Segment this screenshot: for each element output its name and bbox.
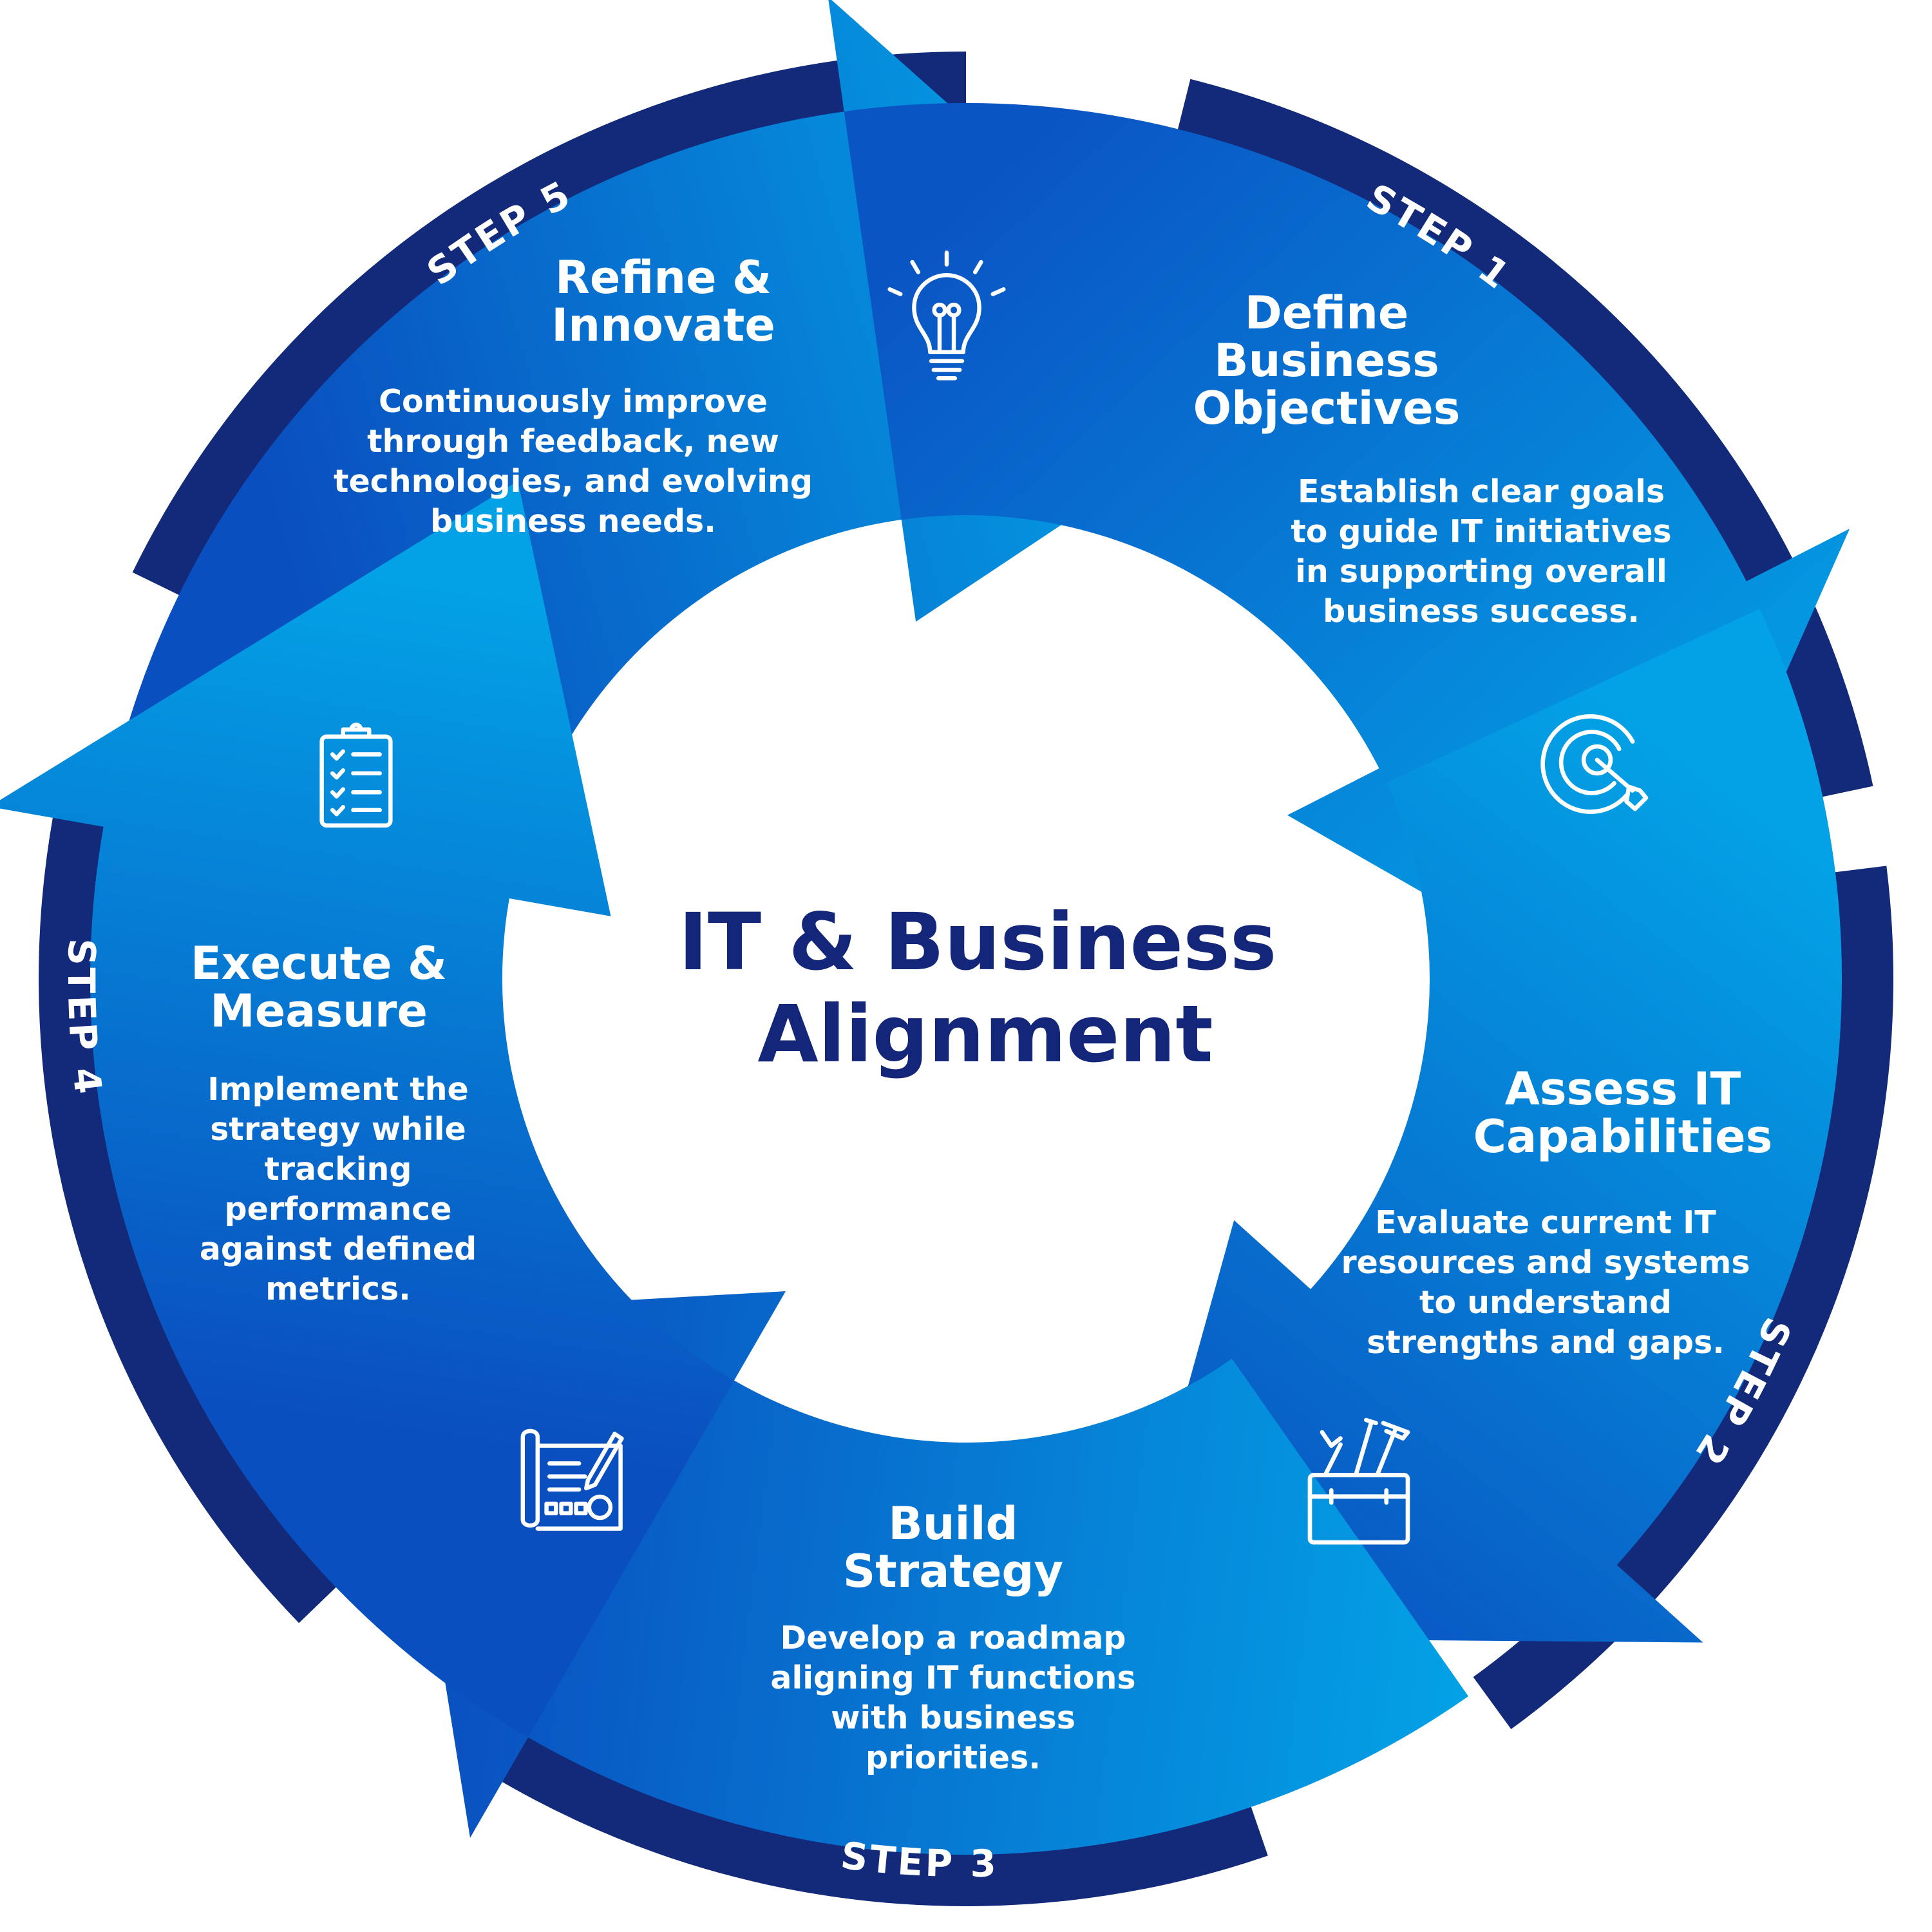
arrow-step-2 bbox=[1118, 609, 1842, 1643]
ring-segment-step-2 bbox=[1473, 866, 1894, 1729]
checklist-icon bbox=[319, 723, 393, 828]
arrow-step-4 bbox=[0, 481, 734, 1738]
step-title: Refine &Innovate bbox=[551, 251, 775, 352]
step-title: Execute &Measure bbox=[191, 937, 447, 1037]
blueprint-icon bbox=[520, 1428, 624, 1531]
ring-segment-step-4 bbox=[39, 802, 346, 1624]
toolbox-icon bbox=[1307, 1417, 1410, 1545]
center-title-line-2: Alignment bbox=[757, 989, 1213, 1080]
lightbulb-icon bbox=[887, 251, 1006, 381]
center-title-line-1: IT & Business bbox=[678, 896, 1276, 988]
step-label-3: STEP 3 bbox=[838, 1833, 999, 1886]
step-label-4: STEP 4 bbox=[59, 938, 111, 1099]
target-icon bbox=[1540, 714, 1649, 814]
ring-segment-step-3 bbox=[488, 1718, 1268, 1906]
